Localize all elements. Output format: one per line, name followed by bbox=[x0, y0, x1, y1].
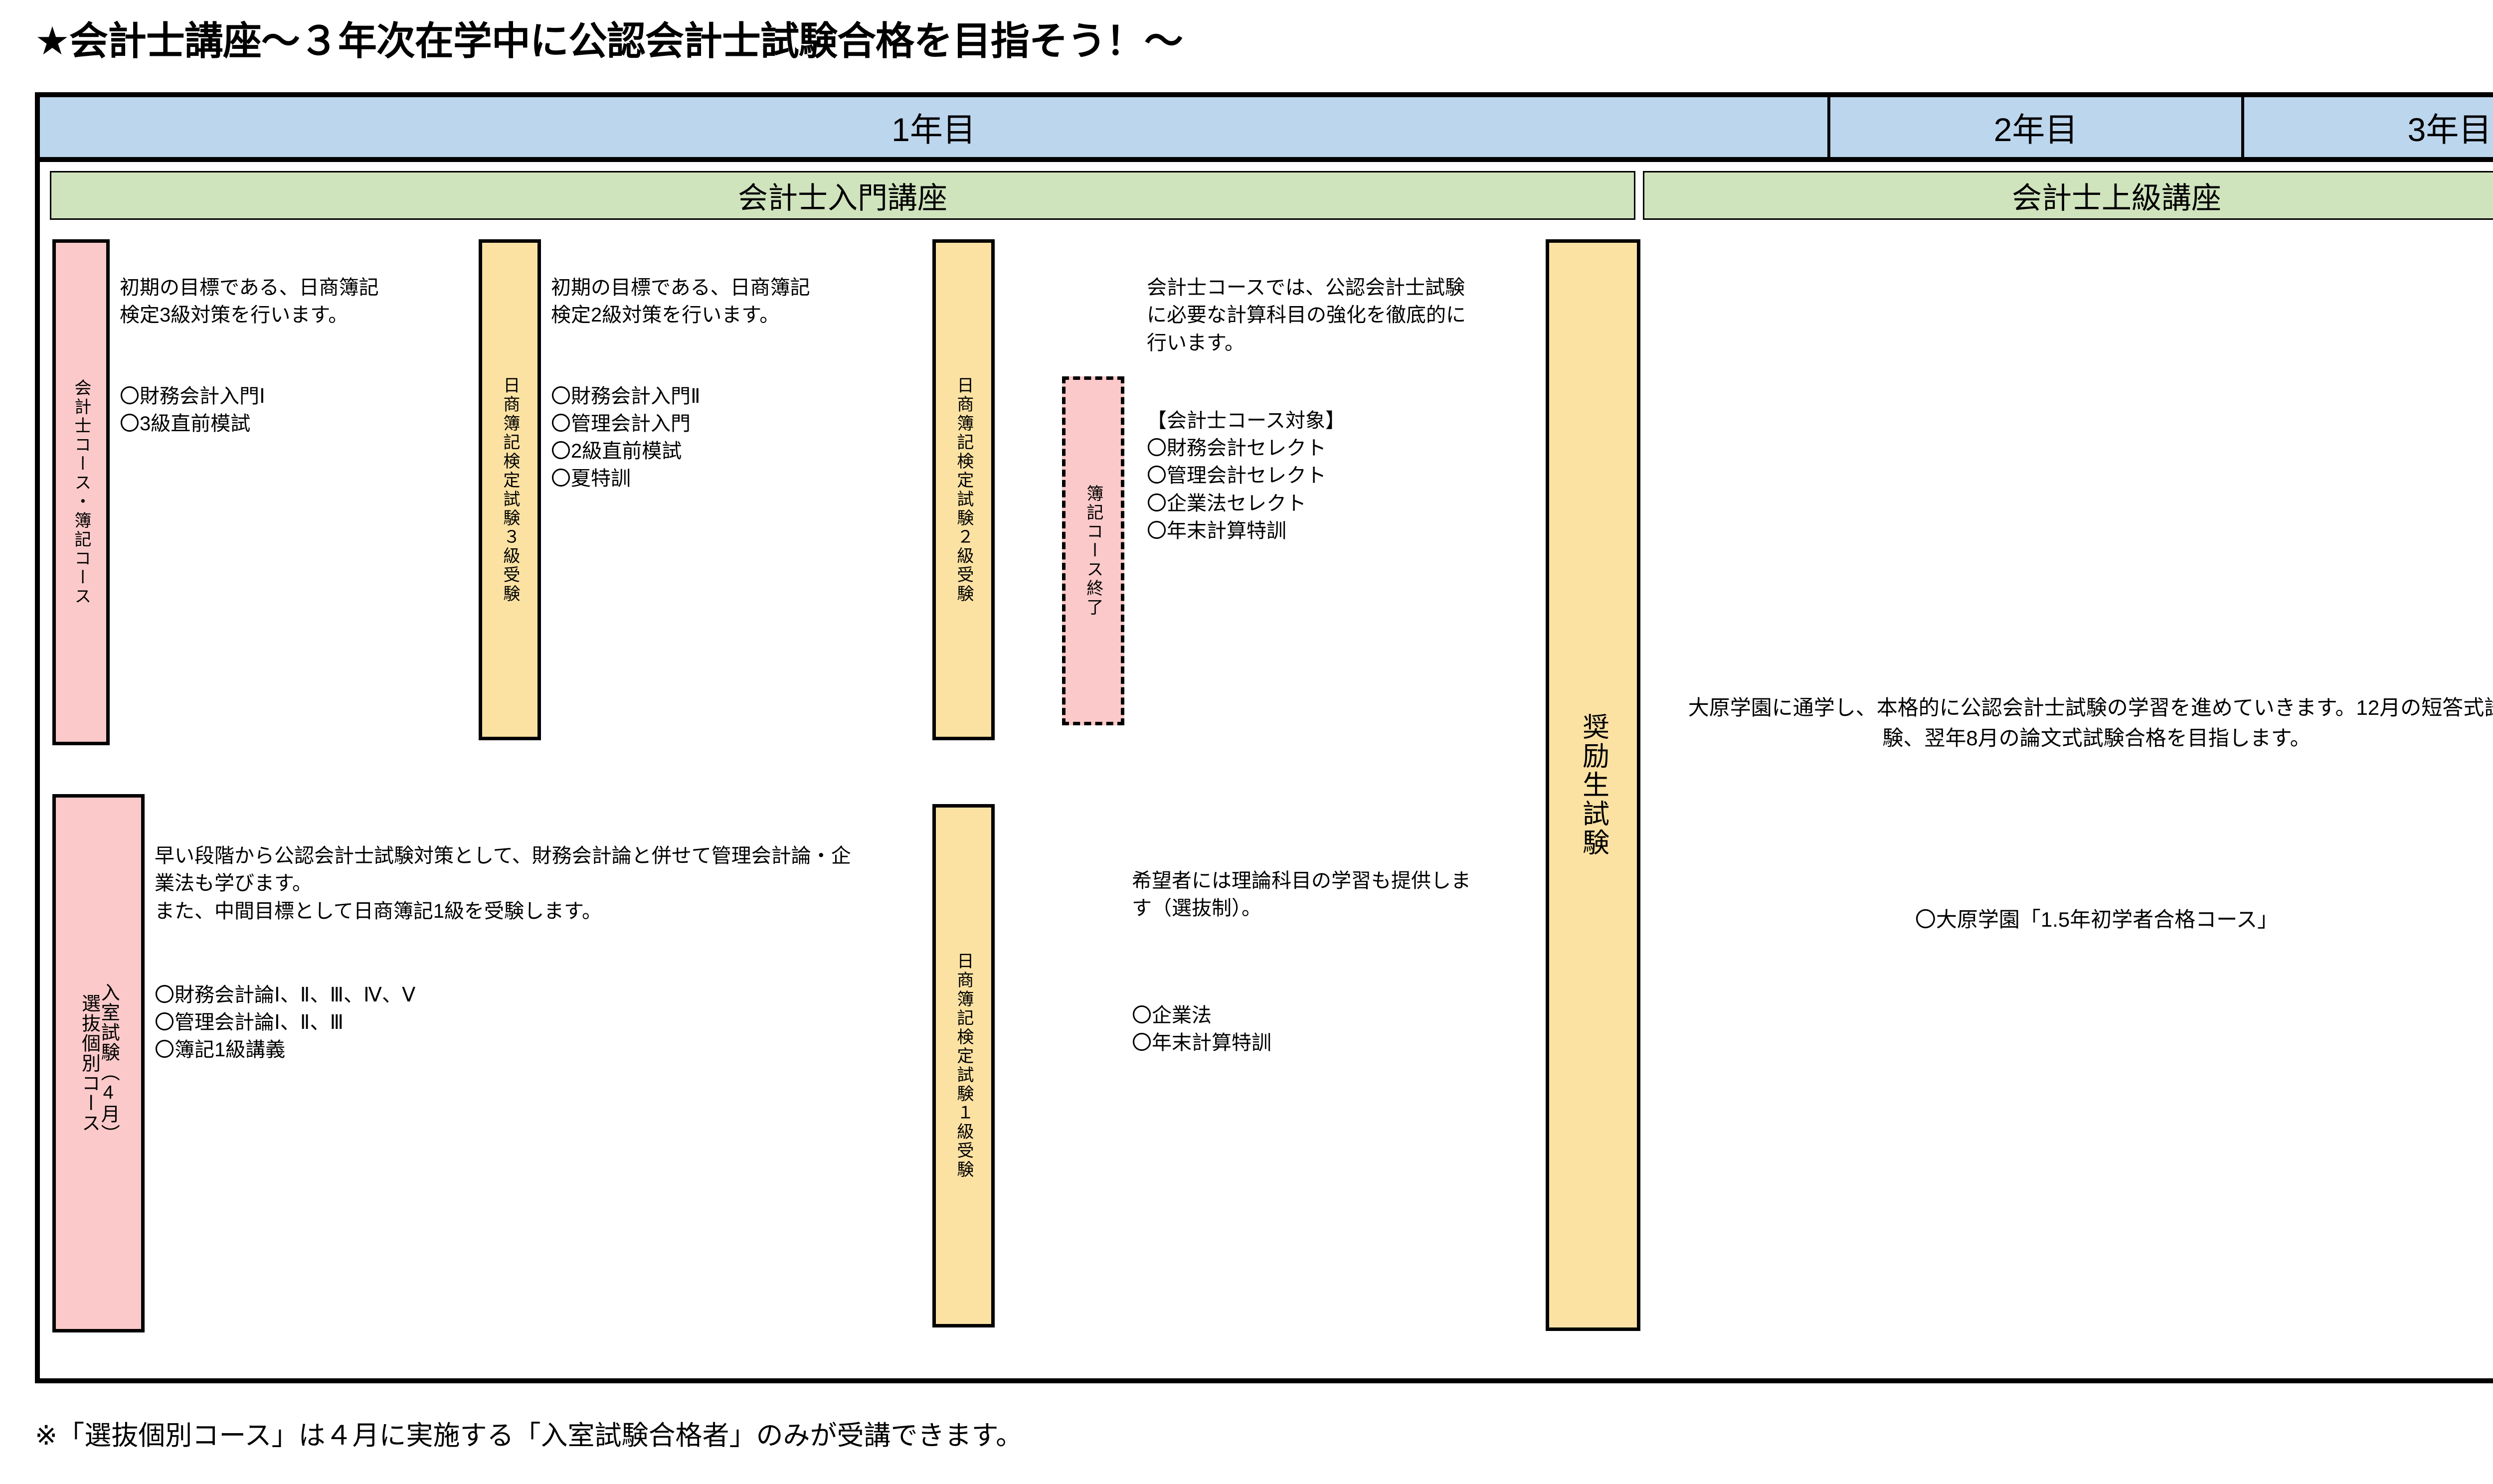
tag-boki-course-end-label: 簿記コース終了 bbox=[1083, 485, 1103, 617]
footnote: ※「選抜個別コース」は４月に実施する「入室試験合格者」のみが受講できます。 bbox=[35, 1421, 1023, 1451]
text-block-theory-option-body: 希望者には理論科目の学習も提供します（選抜制）。 bbox=[1132, 870, 1471, 920]
text-block-boki2: 初期の目標である、日商簿記検定2級対策を行います。 〇財務会計入門Ⅱ 〇管理会計… bbox=[551, 247, 810, 520]
text-block-accountant-course-items: 【会計士コース対象】 〇財務会計セレクト 〇管理会計セレクト 〇企業法セレクト … bbox=[1147, 409, 1345, 542]
year-cell-1: 1年目 bbox=[40, 97, 1827, 157]
tag-boki-exam-3: 日商簿記検定試験３級受験 bbox=[479, 239, 541, 740]
course-band-intro: 会計士入門講座 bbox=[50, 171, 1635, 220]
tag-course-track-label: 会計士コース・簿記コース bbox=[71, 378, 91, 606]
text-block-select-course: 早い段階から公認会計士試験対策として、財務会計論と併せて管理会計論・企業法も学び… bbox=[155, 815, 863, 1092]
text-block-boki2-items: 〇財務会計入門Ⅱ 〇管理会計入門 〇2級直前模試 〇夏特訓 bbox=[551, 385, 701, 490]
tag-select-track-label-1: 入室試験（4月） bbox=[98, 983, 119, 1144]
tag-boki-exam-3-label: 日商簿記検定試験３級受験 bbox=[500, 376, 520, 604]
text-block-boki3-items: 〇財務会計入門Ⅰ 〇3級直前模試 bbox=[120, 385, 265, 435]
year-cell-3: 3年目 bbox=[2241, 97, 2493, 157]
course-band-row: 会計士入門講座 会計士上級講座 bbox=[40, 162, 2493, 227]
advanced-course-description: 大原学園に通学し、本格的に公認会計士試験の学習を進めていきます。12月の短答式試… bbox=[1688, 696, 2493, 750]
text-block-boki3: 初期の目標である、日商簿記検定3級対策を行います。 〇財務会計入門Ⅰ 〇3級直前… bbox=[120, 247, 379, 465]
text-block-theory-option: 希望者には理論科目の学習も提供します（選抜制）。 〇企業法 〇年末計算特訓 bbox=[1132, 840, 1471, 1084]
text-block-theory-option-items: 〇企業法 〇年末計算特訓 bbox=[1132, 1004, 1271, 1054]
timeline-frame: 1年目 2年目 3年目 4年目 会計士入門講座 会計士上級講座 会計士コース・簿… bbox=[35, 92, 2493, 1383]
tag-select-track-label-2: 選抜個別コース bbox=[78, 993, 100, 1133]
tag-course-track: 会計士コース・簿記コース bbox=[52, 239, 110, 745]
text-block-boki2-body: 初期の目標である、日商簿記検定2級対策を行います。 bbox=[551, 277, 810, 327]
tag-boki-exam-1-label: 日商簿記検定試験１級受験 bbox=[954, 952, 973, 1179]
advanced-course-name: 〇大原学園「1.5年初学者合格コース」 bbox=[1915, 908, 2279, 931]
tag-boki-course-end: 簿記コース終了 bbox=[1062, 376, 1124, 725]
course-band-advanced: 会計士上級講座 bbox=[1643, 171, 2493, 220]
tag-boki-exam-2-label: 日商簿記検定試験２級受験 bbox=[954, 376, 973, 604]
tag-boki-exam-1: 日商簿記検定試験１級受験 bbox=[932, 804, 995, 1327]
tag-select-track: 選抜個別コース 入室試験（4月） bbox=[52, 794, 145, 1332]
text-block-select-course-items: 〇財務会計論Ⅰ、Ⅱ、Ⅲ、Ⅳ、Ⅴ 〇管理会計論Ⅰ、Ⅱ、Ⅲ 〇簿記1級講義 bbox=[155, 984, 416, 1061]
text-block-boki3-body: 初期の目標である、日商簿記検定3級対策を行います。 bbox=[120, 277, 379, 327]
text-block-select-course-body: 早い段階から公認会計士試験対策として、財務会計論と併せて管理会計論・企業法も学び… bbox=[155, 845, 851, 922]
year-header-row: 1年目 2年目 3年目 4年目 bbox=[40, 97, 2493, 162]
page-title: ★会計士講座～３年次在学中に公認会計士試験合格を目指そう！～ bbox=[35, 19, 1183, 63]
tag-scholarship-exam: 奨励生試験 bbox=[1546, 239, 1640, 1331]
year-cell-2: 2年目 bbox=[1827, 97, 2241, 157]
text-block-accountant-course-body: 会計士コースでは、公認会計士試験に必要な計算科目の強化を徹底的に行います。 bbox=[1147, 277, 1466, 354]
text-block-accountant-course: 会計士コースでは、公認会計士試験に必要な計算科目の強化を徹底的に行います。 【会… bbox=[1147, 247, 1466, 572]
tag-scholarship-exam-label: 奨励生試験 bbox=[1578, 713, 1608, 857]
tag-boki-exam-2: 日商簿記検定試験２級受験 bbox=[932, 239, 995, 740]
